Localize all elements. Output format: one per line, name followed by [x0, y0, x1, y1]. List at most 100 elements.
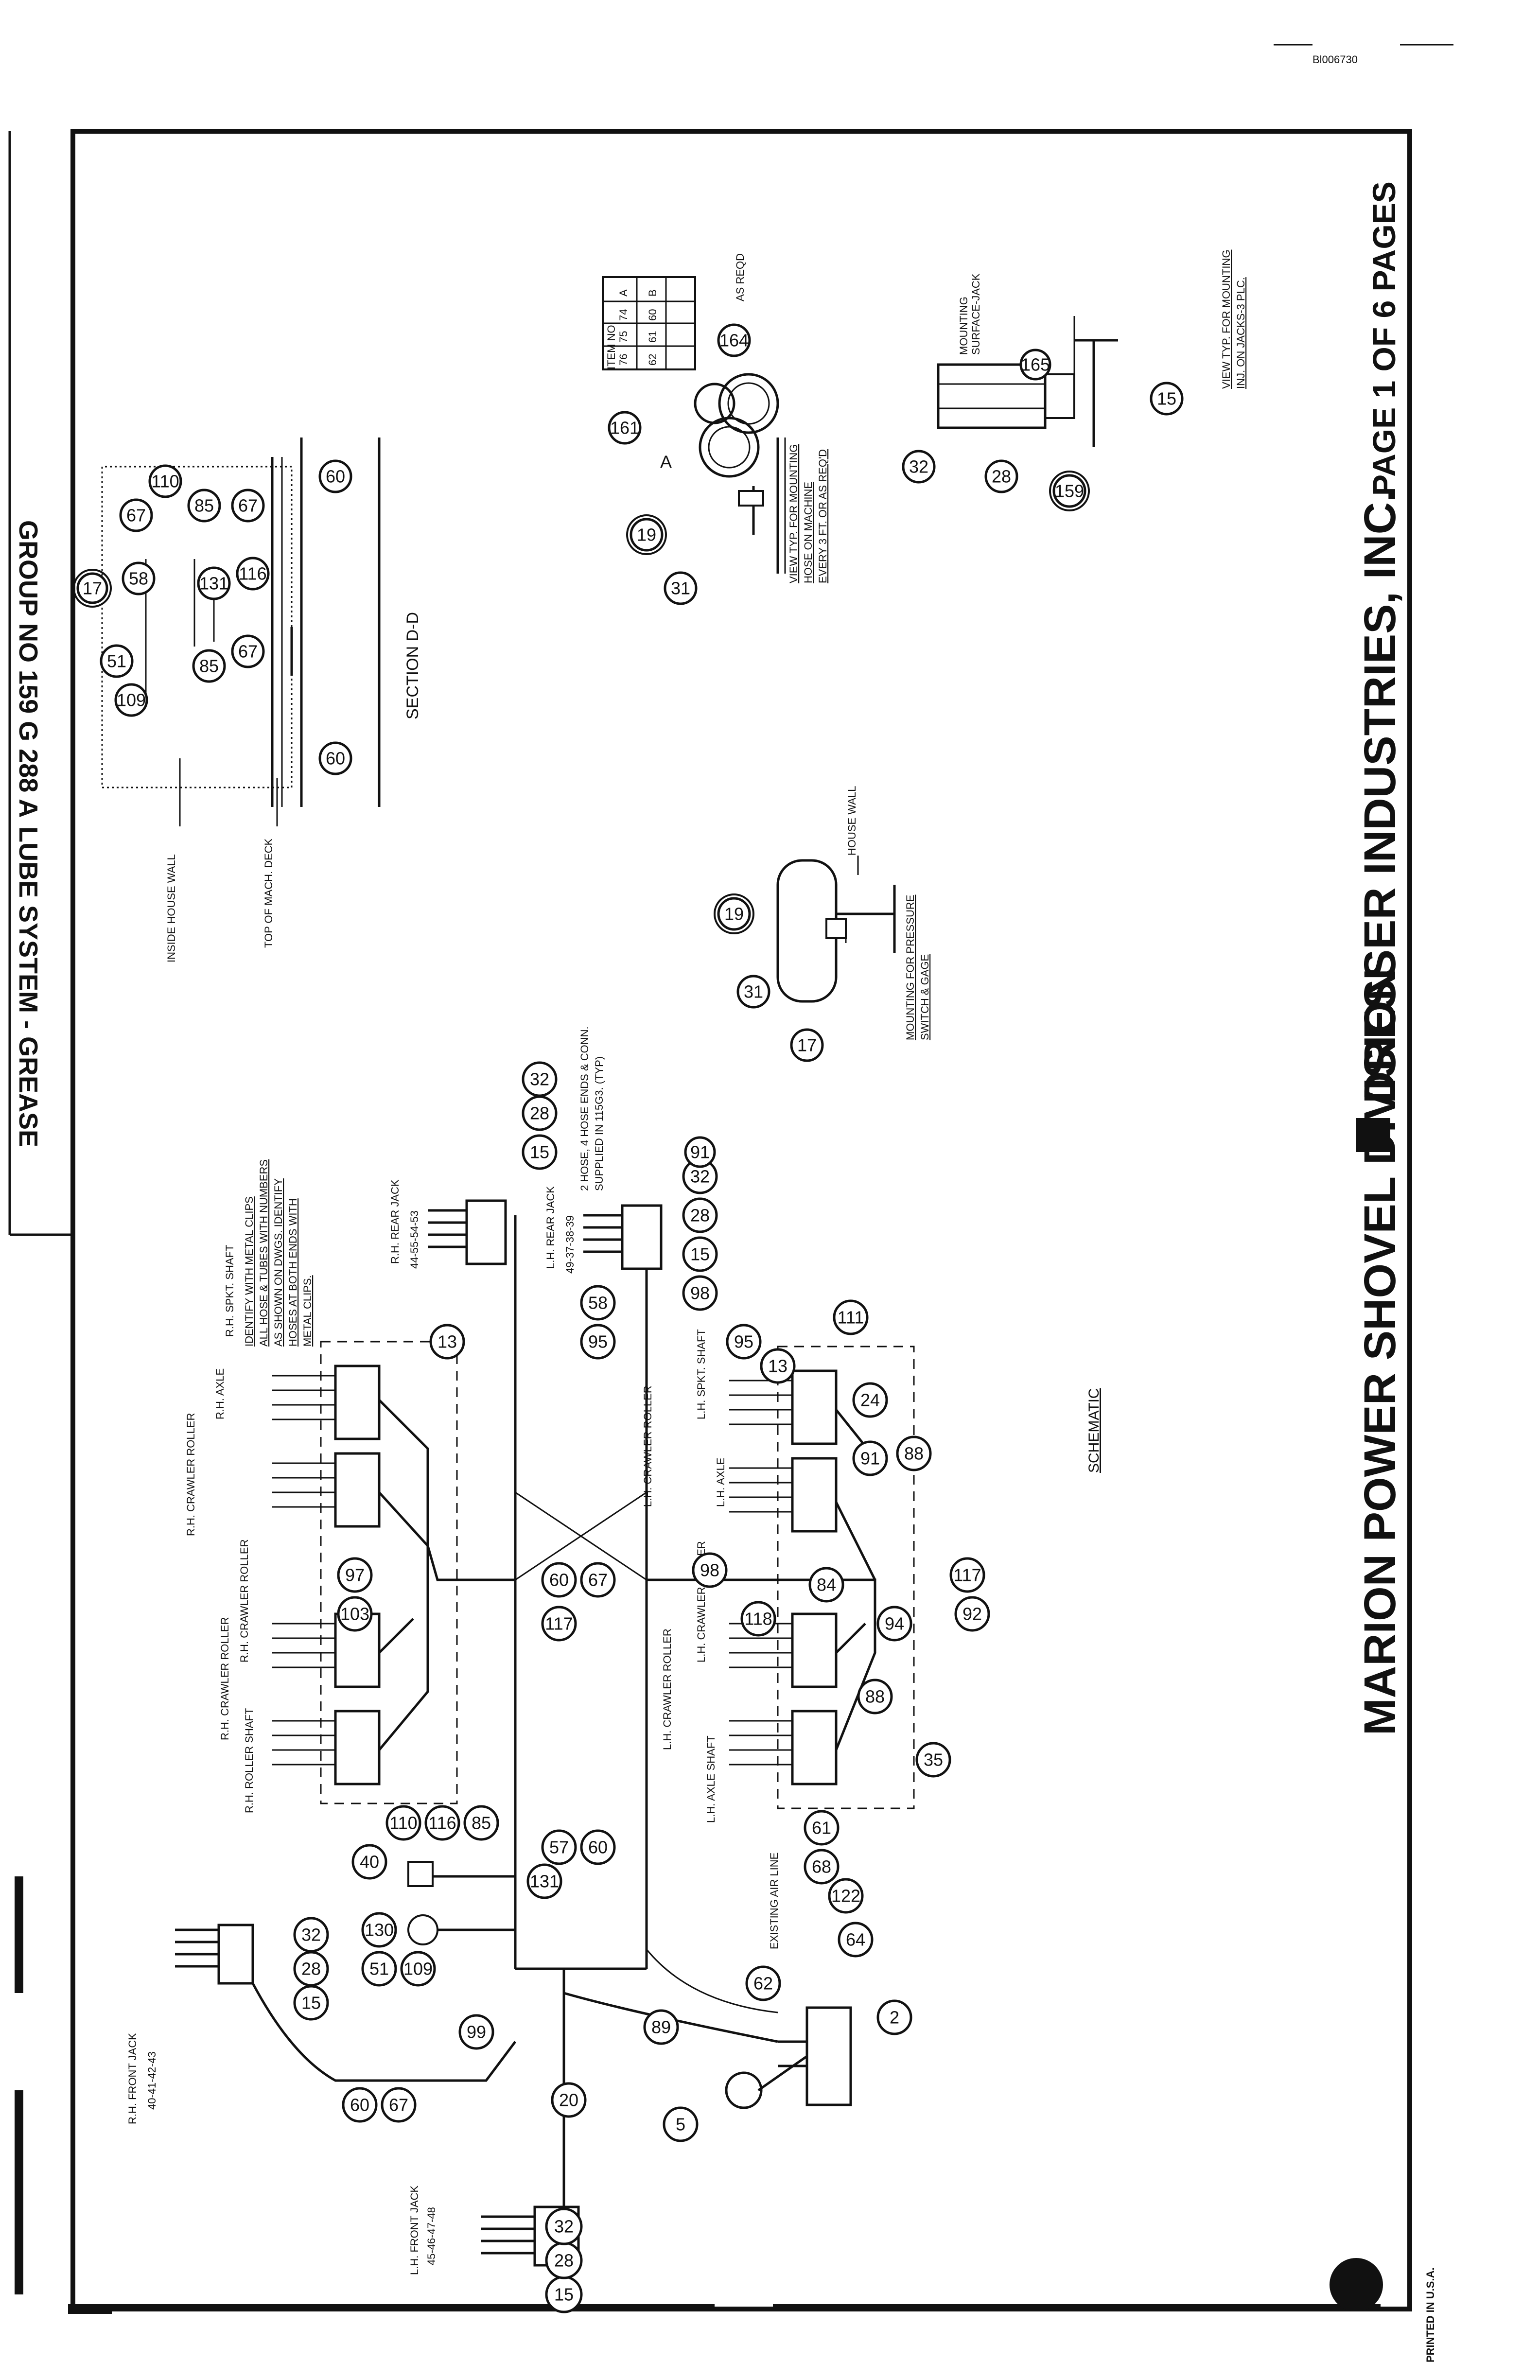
bubble: 13	[760, 1348, 796, 1384]
hose-view-caption: VIEW TYP. FOR MOUNTING	[788, 444, 800, 583]
mounting-surface: SURFACE-JACK	[970, 273, 982, 355]
bubble: 60	[580, 1829, 616, 1865]
bubble: 51	[100, 644, 134, 678]
bubble: 165	[1019, 349, 1051, 381]
svg-text:103: 103	[340, 1604, 369, 1624]
svg-text:109: 109	[117, 690, 146, 710]
bubble: 92	[954, 1596, 990, 1632]
group-number: GROUP NO 159 G 288 A	[14, 520, 43, 818]
rh-front-jack-items: 40-41-42-43	[146, 2051, 158, 2110]
svg-text:98: 98	[690, 1283, 710, 1303]
svg-text:130: 130	[365, 1920, 394, 1940]
bubble: 118	[740, 1601, 776, 1637]
bubble: 28	[545, 2241, 583, 2279]
bubble: 131	[197, 566, 231, 600]
bubble: 60	[318, 459, 352, 493]
note-hose: 2 HOSE, 4 HOSE ENDS & CONN.	[578, 1026, 591, 1191]
as-reqd-label: AS REQD	[734, 253, 746, 301]
svg-text:51: 51	[107, 651, 126, 671]
section-dd-title: SECTION D-D	[403, 612, 422, 719]
bubble: 24	[852, 1382, 888, 1418]
svg-text:85: 85	[472, 1813, 491, 1833]
svg-text:24: 24	[860, 1390, 880, 1410]
border-strip	[73, 2304, 715, 2311]
bubble: 111	[833, 1299, 869, 1335]
svg-text:110: 110	[389, 1813, 417, 1833]
svg-text:62: 62	[753, 1974, 773, 1994]
bubble: 15	[545, 2275, 583, 2313]
bubble: 20	[551, 2082, 587, 2118]
manifold-lh-spkt	[791, 1369, 838, 1445]
svg-text:74: 74	[617, 309, 630, 321]
svg-text:122: 122	[831, 1886, 860, 1906]
bubble: 13	[429, 1324, 465, 1360]
bubble: 85	[187, 489, 221, 523]
svg-text:165: 165	[1021, 355, 1050, 375]
border-strip	[15, 1876, 23, 1993]
bubble: 31	[664, 571, 698, 605]
svg-text:60: 60	[326, 749, 345, 769]
pressure-gage	[407, 1914, 438, 1945]
bubble: 89	[643, 2009, 679, 2045]
bubble: 95	[726, 1324, 762, 1360]
rh-front-jack-label: R.H. FRONT JACK	[126, 2033, 139, 2124]
grease-pump	[805, 2006, 852, 2106]
title-square-bullet	[1356, 1118, 1390, 1152]
parent-company: DRESSER INDUSTRIES, INC.	[1355, 490, 1405, 1103]
svg-text:2: 2	[890, 2008, 899, 2028]
note-clips: AS SHOWN ON DWGS. IDENTIFY	[272, 1178, 284, 1347]
bubble: 32	[522, 1061, 558, 1097]
bubble: 84	[808, 1567, 844, 1603]
svg-text:13: 13	[438, 1332, 457, 1352]
svg-text:67: 67	[588, 1570, 608, 1590]
svg-text:28: 28	[554, 2251, 574, 2271]
bubble: 64	[838, 1922, 874, 1958]
bubble: 110	[148, 464, 182, 498]
rh-rear-jack: R.H. REAR JACK	[389, 1179, 401, 1264]
svg-text:84: 84	[817, 1575, 836, 1595]
svg-text:88: 88	[865, 1687, 885, 1707]
bubble: 60	[541, 1562, 577, 1598]
svg-text:B: B	[647, 289, 659, 297]
bubble: 51	[361, 1951, 397, 1987]
svg-text:97: 97	[345, 1565, 365, 1585]
bubble: 15	[1150, 382, 1184, 416]
bubble: 15	[682, 1236, 718, 1272]
sheet-border	[70, 129, 1412, 2311]
svg-text:118: 118	[744, 1609, 772, 1629]
bubble: 67	[231, 489, 265, 523]
svg-text:32: 32	[909, 457, 928, 477]
hose-view-caption: EVERY 3 FT. OR AS REQ'D	[817, 449, 829, 583]
bubble: 28	[682, 1197, 718, 1233]
company-name: MARION POWER SHOVEL DIVISION	[1355, 968, 1405, 1735]
bubble: 15	[522, 1134, 558, 1170]
bubble: 17	[73, 569, 112, 608]
bubble: 15	[293, 1985, 329, 2021]
bubble: 130	[361, 1912, 397, 1948]
svg-text:28: 28	[690, 1206, 710, 1225]
manifold-rh-roller-3	[334, 1452, 381, 1528]
bubble: 19	[714, 893, 754, 934]
manifold-lh-roller-2	[791, 1612, 838, 1688]
svg-text:60: 60	[647, 309, 659, 321]
bubble: 67	[381, 2087, 417, 2123]
svg-text:64: 64	[846, 1930, 865, 1950]
bubble: 67	[231, 634, 265, 668]
lh-rear-jack-items: 49-37-38-39	[564, 1215, 576, 1274]
bubble: 164	[717, 323, 751, 357]
pump-reservoir	[725, 2071, 763, 2109]
bubble: 91	[852, 1440, 888, 1476]
section-dd-view: SECTION D-D INSIDE HOUSE WALL TOP OF MAC…	[73, 438, 422, 962]
rh-crawler-roller: R.H. CRAWLER ROLLER	[219, 1617, 231, 1740]
svg-text:60: 60	[549, 1570, 569, 1590]
bubble: 2	[876, 1999, 912, 2035]
svg-text:58: 58	[129, 569, 148, 589]
inside-house-wall: INSIDE HOUSE WALL	[165, 854, 177, 962]
bubble: 85	[463, 1805, 499, 1841]
sheet-hole-mark	[1330, 2258, 1383, 2311]
jack-mounting-view: MOUNTING SURFACE-JACK 32 28 159 165 15 V…	[902, 250, 1247, 511]
bubble: 5	[663, 2106, 699, 2142]
manifold-lh-roller-1	[791, 1710, 838, 1785]
bubble: 28	[522, 1095, 558, 1131]
